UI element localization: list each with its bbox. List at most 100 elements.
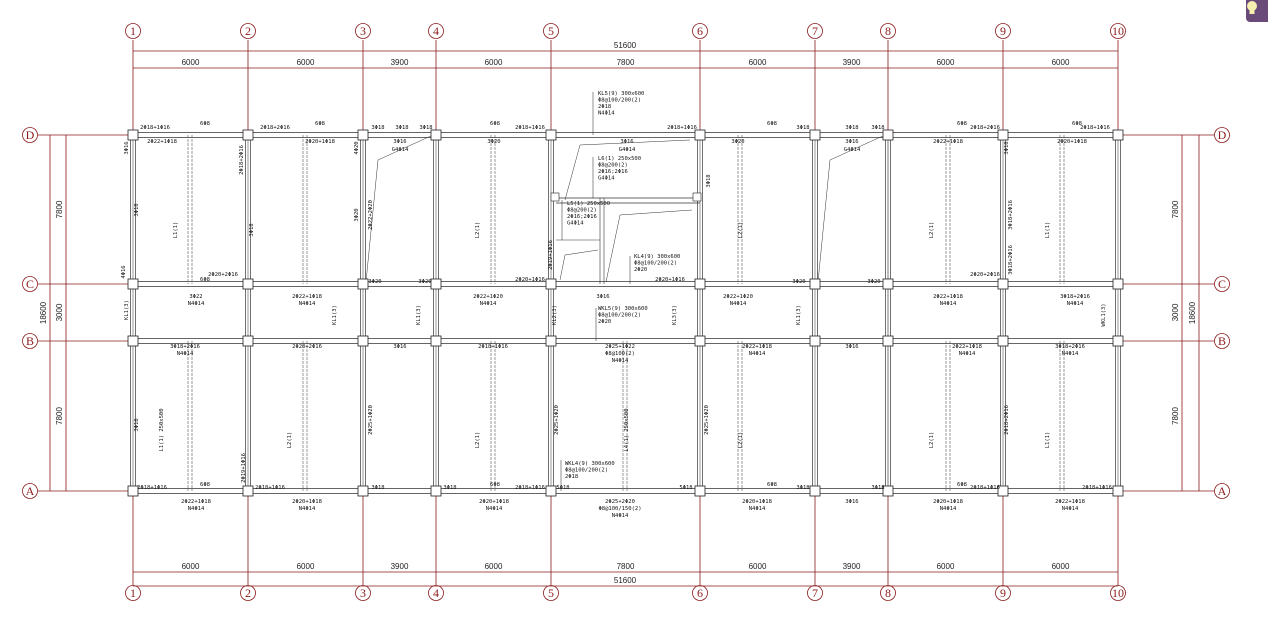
rebar-annotation: 3Φ18 (845, 125, 858, 131)
column (430, 485, 442, 497)
rebar-annotation: 3Φ18 (871, 485, 884, 491)
hint-button[interactable] (1246, 0, 1268, 22)
column (694, 129, 706, 141)
axis-label-3: 3 (360, 24, 366, 38)
column (694, 485, 706, 497)
beam-callout-text: 2Φ20 (598, 319, 611, 325)
column (997, 485, 1009, 497)
rebar-annotation: 2Φ18+1Φ16 (478, 344, 508, 350)
rebar-annotation: 2Φ18+1Φ16 (515, 485, 545, 491)
axis-bubble (22, 333, 38, 349)
axis-bubble (880, 585, 896, 601)
rebar-annotation: 3Φ16 (393, 344, 406, 350)
slab-diagonal (579, 139, 691, 146)
rebar-annotation: 2Φ20+1Φ18 (742, 499, 772, 505)
rebar-annotation: 2Φ22+1Φ18 (933, 294, 963, 300)
rebar-annotation: 3Φ18 (1004, 141, 1010, 154)
column (692, 192, 702, 202)
rebar-annotation: 3Φ16 (620, 139, 633, 145)
rebar-annotation: 2Φ19+1Φ16 (548, 240, 554, 270)
beam-callout-text: 2Φ18 (598, 104, 611, 110)
slab-diagonal (619, 209, 693, 216)
rebar-annotation: 3Φ20 (792, 279, 805, 285)
rebar-annotation: 2Φ22+1Φ18 (181, 499, 211, 505)
rebar-annotation: 2Φ20+1Φ18 (1057, 139, 1087, 145)
column (809, 485, 821, 497)
dimension-span: 3900 (843, 562, 861, 571)
column (545, 335, 557, 347)
axis-label-1: 1 (130, 24, 136, 38)
rebar-annotation: 5Φ18 (679, 485, 692, 491)
rebar-annotation: 6Φ8 (957, 121, 967, 127)
axis-label-D: D (26, 128, 35, 142)
rebar-annotation: 6Φ8 (767, 121, 777, 127)
rebar-annotation: 2Φ18+1Φ16 (137, 485, 167, 491)
axis-label-A: A (1218, 484, 1227, 498)
dimension-span: 6000 (182, 562, 200, 571)
rebar-annotation: L1(1) (173, 222, 179, 239)
axis-bubble (692, 585, 708, 601)
rebar-annotation: 2Φ20+2Φ16 (208, 272, 238, 278)
dimension-span: 7800 (617, 562, 635, 571)
axis-bubble (355, 585, 371, 601)
axis-label-6: 6 (697, 586, 703, 600)
slab-diagonal (377, 134, 434, 161)
rebar-annotation: 2Φ22+1Φ18 (742, 344, 772, 350)
axis-bubble (240, 23, 256, 39)
axis-label-9: 9 (1000, 24, 1006, 38)
rebar-annotation: 2Φ20+1Φ16 (515, 277, 545, 283)
beam-callout-text: 2Φ16;2Φ16 (598, 169, 628, 175)
slab-diagonal (365, 159, 379, 283)
dimension-span: 7800 (55, 407, 64, 425)
rebar-annotation: 2Φ22+1Φ20 (723, 294, 753, 300)
column (809, 129, 821, 141)
rebar-annotation: G4Φ14 (619, 147, 636, 153)
slab-diagonal (605, 214, 621, 283)
rebar-annotation: 3Φ18 (706, 174, 712, 187)
axis-bubble (543, 585, 559, 601)
column (430, 335, 442, 347)
dimension-span: 6000 (485, 58, 503, 67)
column (357, 278, 369, 290)
rebar-annotation: L2(1) (738, 432, 744, 449)
lightbulb-icon (1247, 1, 1257, 14)
dimension-span: 3000 (1171, 303, 1180, 321)
rebar-annotation: 3Φ16 (845, 344, 858, 350)
slab-diagonal (817, 159, 831, 283)
beam-callout-text: Φ8@100/200(2) (598, 98, 641, 104)
rebar-annotation: 3Φ18+2Φ16 (1060, 294, 1090, 300)
rebar-annotation: N4Φ14 (188, 301, 205, 307)
rebar-annotation: 6Φ8 (957, 482, 967, 488)
axis-bubble (880, 23, 896, 39)
axis-label-B: B (26, 334, 34, 348)
axis-bubble (1214, 276, 1230, 292)
axis-bubble (1110, 585, 1126, 601)
axis-label-10: 10 (1112, 24, 1124, 38)
dimension-span: 3900 (391, 562, 409, 571)
axis-bubble (22, 127, 38, 143)
dimension-span: 6000 (182, 58, 200, 67)
rebar-annotation: 3Φ18 (371, 485, 384, 491)
rebar-annotation: 2Φ18+1Φ16 (667, 125, 697, 131)
beam-callout-text: WKL5(9) 300x600 (598, 306, 648, 312)
rebar-annotation: 6Φ8 (200, 121, 210, 127)
axis-label-2: 2 (245, 24, 251, 38)
dimension-total-height: 18600 (1188, 301, 1197, 324)
rebar-annotation: 2Φ20+2Φ16 (970, 272, 1000, 278)
beam-callout-text: G4Φ14 (567, 221, 584, 227)
column (430, 129, 442, 141)
rebar-annotation: 4Φ16 (121, 265, 127, 278)
rebar-annotation: N4Φ14 (486, 506, 503, 512)
axis-label-4: 4 (433, 24, 439, 38)
axis-label-5: 5 (548, 24, 554, 38)
axis-bubble (1214, 483, 1230, 499)
rebar-annotation: 3Φ18+2Φ16 (170, 344, 200, 350)
axis-bubble (428, 23, 444, 39)
rebar-annotation: 3Φ18 (249, 223, 255, 236)
column (127, 129, 139, 141)
axis-bubble (22, 276, 38, 292)
rebar-annotation: 2Φ22+1Φ18 (292, 294, 322, 300)
rebar-annotation: 2Φ22+1Φ18 (1055, 499, 1085, 505)
rebar-annotation: 2Φ20+1Φ16 (655, 277, 685, 283)
dimension-span: 7800 (55, 200, 64, 218)
